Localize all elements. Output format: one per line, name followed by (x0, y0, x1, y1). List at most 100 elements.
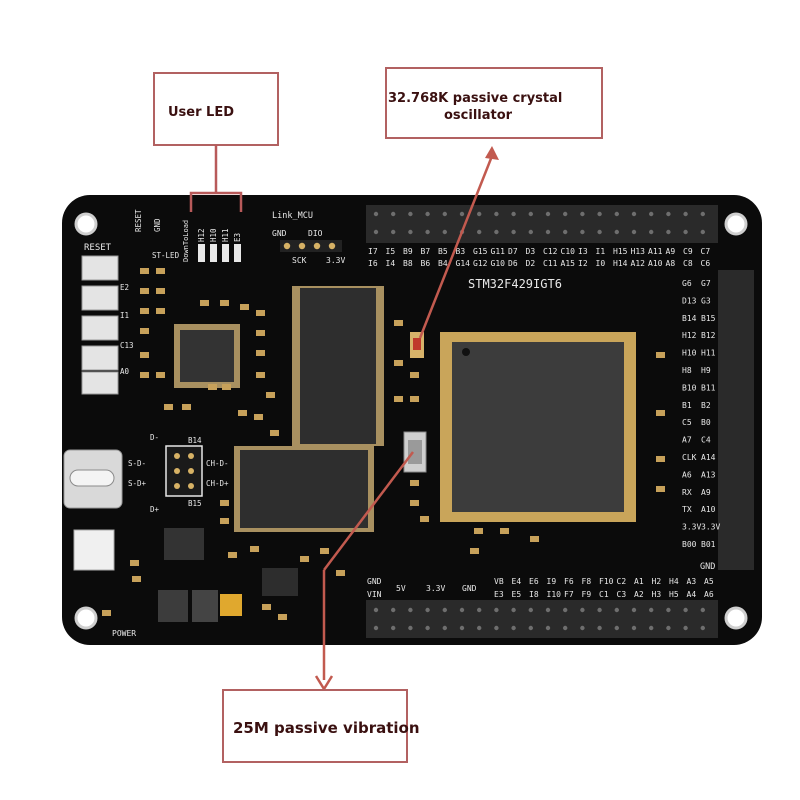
swd-pin-gnd: GND (272, 229, 287, 238)
smd-component (140, 352, 149, 358)
header-pin (614, 607, 619, 613)
header-pin-label: B9 (403, 247, 413, 256)
swd-pin-2 (298, 242, 306, 250)
smd-component (394, 396, 403, 402)
usb-switch-label: S-D- (128, 459, 146, 468)
header-pin-label: H11 (701, 349, 716, 358)
header-pin (631, 211, 637, 217)
tantalum-capacitor (220, 594, 242, 616)
header-pin-label: A10 (648, 259, 663, 268)
user-led-2 (210, 244, 217, 262)
header-pin-label: RX (682, 488, 692, 497)
header-pin (649, 211, 654, 217)
header-pin-label: A13 (701, 470, 716, 479)
header-pin-label: G7 (701, 279, 711, 288)
header-pin-label: A3 (687, 577, 697, 586)
usb-switch-label: D- (150, 433, 159, 442)
callout-vibration: 25M passive vibration (233, 719, 420, 737)
header-pin-label: C2 (617, 577, 627, 586)
header-pin (408, 625, 413, 631)
header-pin-label: H5 (669, 590, 679, 599)
header-pin-label: A9 (666, 247, 676, 256)
header-pin (631, 607, 637, 613)
smd-components (102, 268, 665, 620)
header-pin (563, 211, 568, 217)
power-inductor-1 (158, 590, 188, 622)
header-pin (494, 229, 499, 235)
voltage-regulator (164, 528, 204, 560)
header-pin-label: G6 (682, 279, 692, 288)
smd-component (410, 500, 419, 506)
callout-box-vibration (222, 689, 408, 763)
key-label: E2 (120, 283, 129, 292)
header-pin-label: G15 (473, 247, 488, 256)
header-pin (442, 607, 447, 613)
smd-component (250, 546, 259, 552)
header-pin (425, 211, 430, 217)
header-pin (425, 607, 430, 613)
header-pin-label: C10 (561, 247, 576, 256)
header-pin-label: C7 (701, 247, 711, 256)
header-pin-label: F9 (582, 590, 592, 599)
smd-component (256, 372, 265, 378)
smd-component (300, 556, 309, 562)
smd-component (656, 486, 665, 492)
header-pin (563, 625, 568, 631)
mounting-hole-top-right (724, 212, 748, 236)
header-pin-label: G12 (473, 259, 488, 268)
usb-switch-pad (174, 468, 180, 474)
smd-component (530, 536, 539, 542)
smd-component (156, 288, 165, 294)
header-pin-label: B7 (421, 247, 431, 256)
header-pin-label: D7 (508, 247, 518, 256)
smd-component (656, 352, 665, 358)
smd-component (278, 614, 287, 620)
smd-component (262, 604, 271, 610)
header-pin (700, 229, 705, 235)
smd-component (256, 350, 265, 356)
header-pin (494, 625, 499, 631)
nand-chip (240, 450, 368, 528)
smd-component (238, 410, 247, 416)
smd-component (208, 384, 217, 390)
usb-switch-label: D+ (150, 505, 160, 514)
led-pin-label: H10 (209, 228, 218, 242)
header-pin-label: 3.3V (701, 523, 720, 532)
usb-switch-label: CH-D+ (206, 479, 229, 488)
header-pin-label: H14 (613, 259, 628, 268)
smd-component (410, 396, 419, 402)
header-pin-label: G3 (701, 296, 711, 305)
header-pin-label: A14 (701, 453, 716, 462)
header-pin-label: D13 (682, 296, 697, 305)
right-header-gnd-label: GND (700, 562, 715, 572)
header-pin-label: I6 (368, 259, 378, 268)
header-pin (442, 625, 447, 631)
st-led-label: ST-LED (152, 251, 180, 260)
header-pin-label: A6 (704, 590, 714, 599)
header-pin-label: B4 (438, 259, 448, 268)
power-label: POWER (112, 629, 136, 638)
smd-component (220, 500, 229, 506)
smd-component (182, 404, 191, 410)
header-pin (631, 625, 637, 631)
header-pin (580, 625, 585, 631)
smd-component (410, 480, 419, 486)
right-header-col1-labels: G6D13B14H12H10H8B10B1C5A7CLKA6RXTX3.3VB0… (682, 279, 701, 549)
header-pin-label: C11 (543, 259, 558, 268)
header-pin (580, 607, 585, 613)
usb-switch-pad (174, 483, 180, 489)
key-button-i1 (81, 315, 119, 341)
smd-component (140, 328, 149, 334)
header-pin (700, 625, 705, 631)
smd-component (394, 320, 403, 326)
header-pin-label: I3 (578, 247, 588, 256)
header-pin (597, 229, 602, 235)
header-pin (511, 625, 516, 631)
header-pin (477, 625, 482, 631)
callout-box-crystal (385, 67, 603, 139)
smd-component (228, 552, 237, 558)
callout-arrow-vibration (323, 451, 414, 571)
header-pin-label: H13 (631, 247, 646, 256)
